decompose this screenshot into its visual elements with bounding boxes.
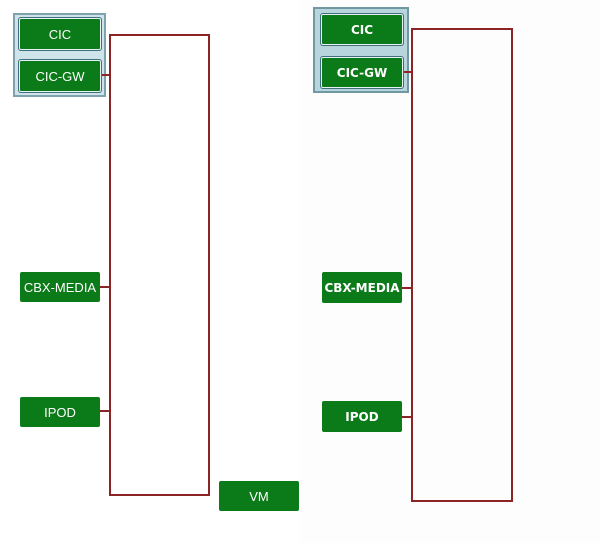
connector-ipod [402,416,412,418]
right-diagram: CIC CIC-GW CBX-MEDIA IPOD [300,0,600,543]
connector-cbx-media [402,287,412,289]
connector-bus [109,34,210,496]
node-cbx-media[interactable]: CBX-MEDIA [20,272,100,302]
node-vm[interactable]: VM [219,481,299,511]
connector-cic-gw [101,74,110,76]
node-ipod[interactable]: IPOD [322,401,402,432]
connector-cbx-media [100,286,110,288]
node-ipod[interactable]: IPOD [20,397,100,427]
connector-cic-gw [404,71,412,73]
node-cic[interactable]: CIC [19,18,101,50]
node-cic-gw[interactable]: CIC-GW [321,57,403,88]
node-cic[interactable]: CIC [321,14,403,45]
left-diagram: CIC CIC-GW CBX-MEDIA IPOD VM [13,13,299,511]
connector-ipod [100,410,110,412]
node-cbx-media[interactable]: CBX-MEDIA [322,272,402,303]
node-cic-gw[interactable]: CIC-GW [19,60,101,92]
connector-bus [411,28,513,502]
